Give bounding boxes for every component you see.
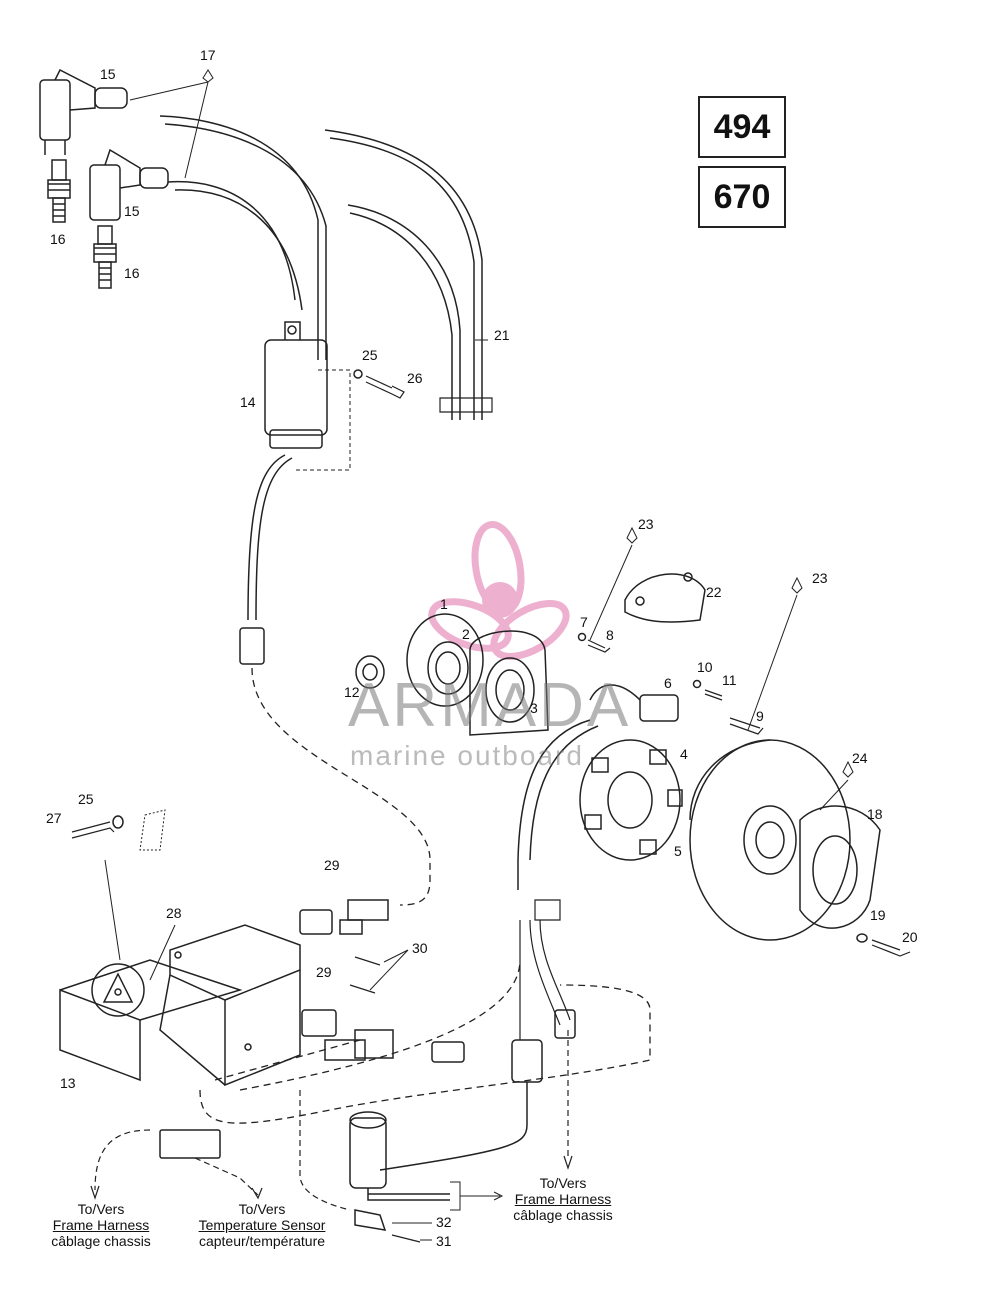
callout-14: 14 [240, 394, 256, 410]
dest-to: To/Vers [238, 1201, 286, 1217]
callout-23b: 23 [812, 570, 828, 586]
model-number: 670 [713, 177, 771, 216]
spark-plug-cap-upper [39, 68, 128, 155]
dest-name: Temperature Sensor [198, 1217, 326, 1233]
callout-3: 3 [530, 700, 538, 716]
ht-wire-upper [159, 115, 319, 360]
wire-21-a [324, 129, 483, 420]
callout-23a: 23 [638, 516, 654, 532]
callout-12: 12 [344, 684, 360, 700]
dest-frame-harness-left: To/Vers Frame Harness câblage chassis [38, 1201, 164, 1249]
connector-29-lower [301, 1009, 394, 1061]
callout-29b: 29 [316, 964, 332, 980]
callout-19: 19 [870, 907, 886, 923]
dest-french: capteur/température [198, 1233, 326, 1249]
callout-32: 32 [436, 1214, 452, 1230]
spark-plug-upper [47, 159, 71, 223]
connector-29-upper [299, 899, 389, 935]
callout-16b: 16 [124, 265, 140, 281]
ring-gear-18 [799, 805, 881, 929]
dest-name: Frame Harness [514, 1191, 612, 1207]
callout-31: 31 [436, 1233, 452, 1249]
callout-26: 26 [407, 370, 423, 386]
oil-seal-2 [427, 641, 469, 695]
ring-1 [406, 613, 484, 707]
callout-2: 2 [462, 626, 470, 642]
watermark-tagline: marine outboard [350, 740, 584, 771]
flywheel-5 [689, 739, 851, 941]
bracket-28 [159, 924, 301, 1087]
callout-28: 28 [166, 905, 182, 921]
cover-22 [624, 572, 706, 623]
watermark-brand: ARMADA [348, 671, 632, 740]
callout-17: 17 [200, 47, 216, 63]
ht-wire-lower [167, 180, 296, 301]
callout-21: 21 [494, 327, 510, 343]
callout-20: 20 [902, 929, 918, 945]
wire-21-b [347, 204, 461, 420]
callout-10: 10 [697, 659, 713, 675]
trigger-coil-6 [589, 684, 679, 722]
callout-8: 8 [606, 627, 614, 643]
dest-frame-harness-right: To/Vers Frame Harness câblage chassis [500, 1175, 626, 1223]
callout-22: 22 [706, 584, 722, 600]
dest-to: To/Vers [539, 1175, 587, 1191]
callout-18: 18 [867, 806, 883, 822]
stator-4 [579, 739, 683, 861]
coil-harness-wire [247, 454, 286, 621]
callout-1: 1 [440, 596, 448, 612]
callout-11: 11 [722, 672, 737, 688]
spark-plug-cap-lower [89, 148, 169, 221]
model-box-494: 494 [698, 96, 786, 158]
callout-6: 6 [664, 675, 672, 691]
callout-7: 7 [580, 614, 588, 630]
model-number: 494 [713, 107, 771, 146]
housing-3 [469, 630, 549, 736]
callout-29a: 29 [324, 857, 340, 873]
callout-5: 5 [674, 843, 682, 859]
callout-15a: 15 [100, 66, 116, 82]
callout-30: 30 [412, 940, 428, 956]
voltage-regulator-13 [59, 959, 243, 1082]
callout-25b: 25 [78, 791, 94, 807]
spark-plug-lower [93, 225, 117, 289]
dest-french: câblage chassis [51, 1233, 151, 1249]
model-box-670: 670 [698, 166, 786, 228]
watermark-propeller-icon [428, 521, 570, 660]
callout-24: 24 [852, 750, 868, 766]
ignition-coil [264, 321, 351, 471]
grommet-12 [355, 655, 385, 689]
callout-25a: 25 [362, 347, 378, 363]
dest-name: Frame Harness [52, 1217, 150, 1233]
dest-french: câblage chassis [513, 1207, 613, 1223]
callout-4: 4 [680, 746, 688, 762]
temperature-sensor-plug [349, 1111, 450, 1243]
dest-to: To/Vers [77, 1201, 125, 1217]
callout-27: 27 [46, 810, 62, 826]
callout-13: 13 [60, 1075, 76, 1091]
callout-16a: 16 [50, 231, 66, 247]
callout-15b: 15 [124, 203, 140, 219]
callout-9: 9 [756, 708, 764, 724]
dest-temperature-sensor: To/Vers Temperature Sensor capteur/tempé… [180, 1201, 344, 1249]
